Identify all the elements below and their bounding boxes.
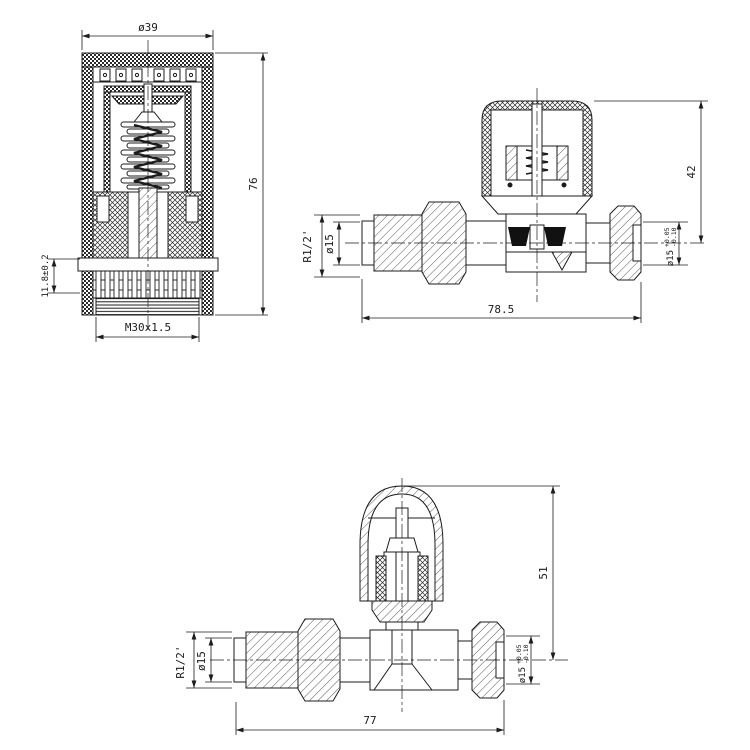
dim-label-head-diameter: ø39 (138, 21, 158, 34)
head-lower-block (92, 187, 203, 261)
dim-label-lockshield-outlet: ø15 +0.05 -0.10 (515, 644, 530, 683)
dim-label-lockshield-thread: R1/2' (174, 645, 187, 678)
dim-label-straight-height: 42 (685, 165, 698, 178)
view-straight-valve (345, 88, 706, 302)
dim-label-straight-length: 78.5 (488, 303, 515, 316)
dim-label-head-height: 76 (247, 177, 260, 190)
svg-text:-0.10: -0.10 (670, 227, 678, 247)
view-head-dimensions (48, 30, 268, 342)
dim-label-head-thread: M30x1.5 (125, 321, 171, 334)
svg-text:ø15: ø15 (666, 250, 676, 266)
dim-label-head-collar: 11.8±0.2 (41, 254, 51, 297)
svg-text:+0.05: +0.05 (515, 644, 523, 664)
dim-label-lockshield-height: 51 (537, 566, 550, 579)
svg-text:+0.05: +0.05 (663, 227, 671, 247)
dim-label-lockshield-bore: ø15 (195, 651, 208, 671)
dim-label-straight-outlet: ø15 +0.05 -0.10 (663, 227, 678, 266)
dim-label-straight-thread: R1/2' (301, 229, 314, 262)
head-adjustment-teeth (93, 68, 202, 83)
view-lockshield-dimensions (186, 485, 560, 735)
view-thermostatic-head (77, 40, 219, 330)
view-straight-dimensions (314, 100, 708, 323)
svg-text:ø15: ø15 (518, 667, 528, 683)
svg-text:-0.10: -0.10 (522, 644, 530, 664)
head-thread (95, 297, 200, 316)
dim-label-lockshield-length: 77 (363, 714, 376, 727)
dim-label-straight-bore: ø15 (323, 234, 336, 254)
head-slotted-guide (92, 270, 203, 299)
view-lockshield-valve (210, 478, 568, 712)
